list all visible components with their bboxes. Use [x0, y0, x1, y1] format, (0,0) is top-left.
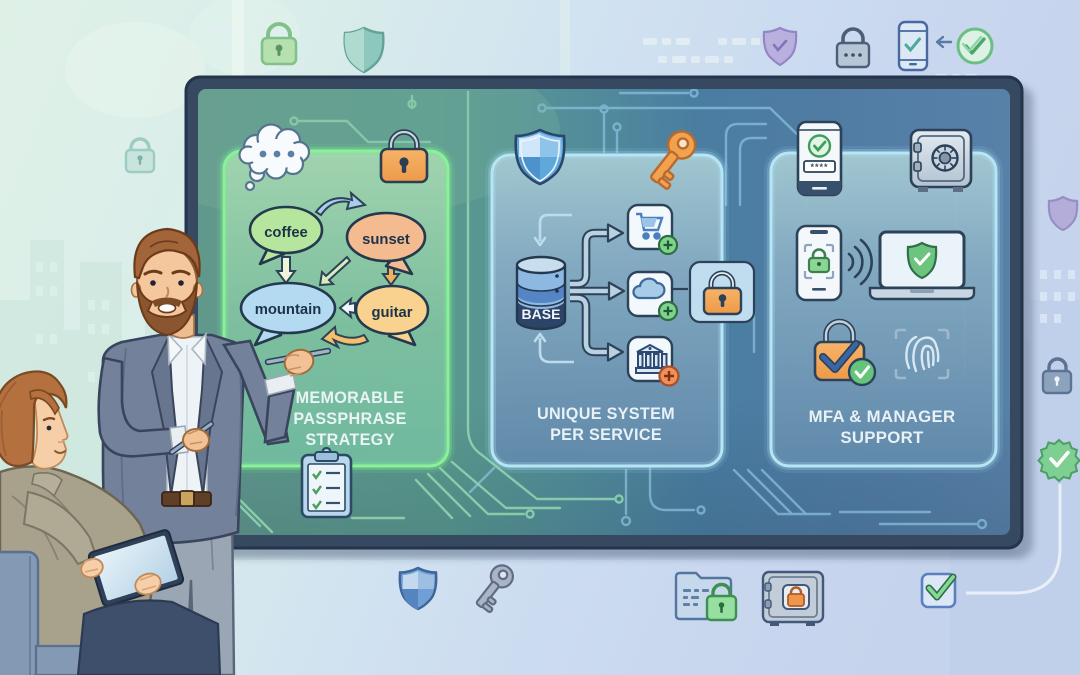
svg-text:guitar: guitar: [371, 305, 412, 321]
svg-text:MEMORABLE: MEMORABLE: [296, 389, 405, 407]
svg-text:BASE: BASE: [522, 306, 561, 322]
svg-text:MFA & MANAGER: MFA & MANAGER: [809, 407, 956, 426]
svg-text:SUPPORT: SUPPORT: [840, 428, 924, 447]
svg-text:STRATEGY: STRATEGY: [305, 431, 394, 449]
svg-text:UNIQUE SYSTEM: UNIQUE SYSTEM: [537, 405, 675, 423]
svg-text:PASSPHRASE: PASSPHRASE: [293, 410, 406, 428]
svg-text:coffee: coffee: [264, 225, 308, 241]
svg-text:****: ****: [810, 162, 828, 172]
svg-text:PER SERVICE: PER SERVICE: [550, 426, 662, 444]
svg-text:mountain: mountain: [255, 302, 322, 318]
svg-text:sunset: sunset: [362, 232, 410, 248]
